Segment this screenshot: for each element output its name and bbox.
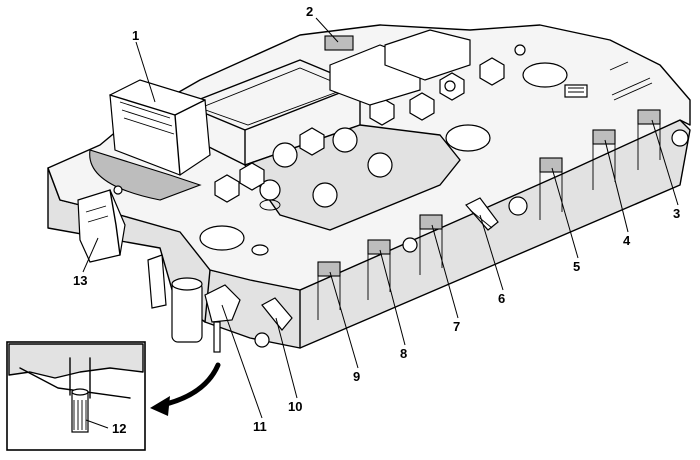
- callout-2: 2: [306, 4, 313, 19]
- bore-circle: [367, 152, 393, 178]
- connector-bolt: [113, 185, 123, 195]
- callout-9: 9: [353, 369, 360, 384]
- inset-detail: [6, 341, 146, 451]
- plug-2: [324, 35, 354, 51]
- callout-12: 12: [112, 421, 126, 436]
- detail-arrow: [150, 362, 221, 416]
- leader-2: [315, 17, 339, 43]
- leader-13: [82, 237, 99, 273]
- solenoid-hex-caps: [214, 57, 505, 203]
- bolt-hole: [251, 244, 269, 256]
- callout-labels: 1 2 3 4 5 6 7 8 9 10 11 12 13: [73, 4, 680, 436]
- leader-11: [221, 304, 263, 419]
- connector-pocket-3: [637, 109, 661, 125]
- callout-10: 10: [288, 399, 302, 414]
- hex-cap: [409, 92, 435, 121]
- front-post: [171, 281, 203, 343]
- leader-12: [85, 419, 109, 429]
- leader-1: [135, 41, 156, 103]
- callout-7: 7: [453, 319, 460, 334]
- sensor-pin-12: [213, 321, 221, 353]
- harness-connector-1: [89, 79, 211, 201]
- end-boss-circle: [671, 129, 689, 147]
- leader-6: [479, 214, 504, 291]
- leader-10: [275, 317, 298, 399]
- id-label-plate: [564, 84, 588, 98]
- callout-11: 11: [253, 419, 267, 434]
- leader-9: [329, 271, 359, 369]
- sensor-10: [261, 297, 293, 331]
- corner-boss-circle: [254, 332, 270, 348]
- callout-8: 8: [400, 346, 407, 361]
- callout-5: 5: [573, 259, 580, 274]
- callout-3: 3: [673, 206, 680, 221]
- leader-7: [431, 224, 459, 319]
- callout-6: 6: [498, 291, 505, 306]
- sensor-11: [204, 284, 241, 323]
- callout-13: 13: [73, 273, 87, 288]
- connector-pocket-4: [592, 129, 616, 145]
- bolt-head: [444, 80, 456, 92]
- bore-ellipse: [445, 124, 491, 152]
- connector-pocket-7: [419, 214, 443, 230]
- leader-4: [604, 139, 629, 233]
- callout-1: 1: [132, 28, 139, 43]
- leader-8: [379, 249, 406, 346]
- hex-cap: [479, 57, 505, 86]
- side-boss-circle: [508, 196, 528, 216]
- side-connector-pockets: [254, 109, 689, 348]
- bore-ellipse: [522, 62, 568, 88]
- side-boss-circle: [402, 237, 418, 253]
- hex-cap: [214, 174, 240, 203]
- side-connector-13: [77, 185, 126, 263]
- top-plate-details: [199, 44, 653, 256]
- bolt-head: [514, 44, 526, 56]
- connector-pocket-5: [539, 157, 563, 173]
- leader-5: [551, 167, 579, 259]
- leader-3: [651, 119, 679, 206]
- bore-ellipse: [199, 225, 245, 251]
- front-sensor-posts: [147, 254, 293, 353]
- bore-circle: [312, 182, 338, 208]
- left-bracket: [147, 254, 167, 309]
- hex-cap: [239, 162, 265, 191]
- bore-circle: [272, 142, 298, 168]
- leader-lines: [82, 17, 679, 429]
- valve-cavity: [244, 124, 461, 231]
- bore-circle: [332, 127, 358, 153]
- connector-pocket-9: [317, 261, 341, 277]
- hex-cap: [299, 127, 325, 156]
- callout-4: 4: [623, 233, 631, 248]
- connector-pocket-8: [367, 239, 391, 255]
- upper-cover-plates: [324, 29, 471, 106]
